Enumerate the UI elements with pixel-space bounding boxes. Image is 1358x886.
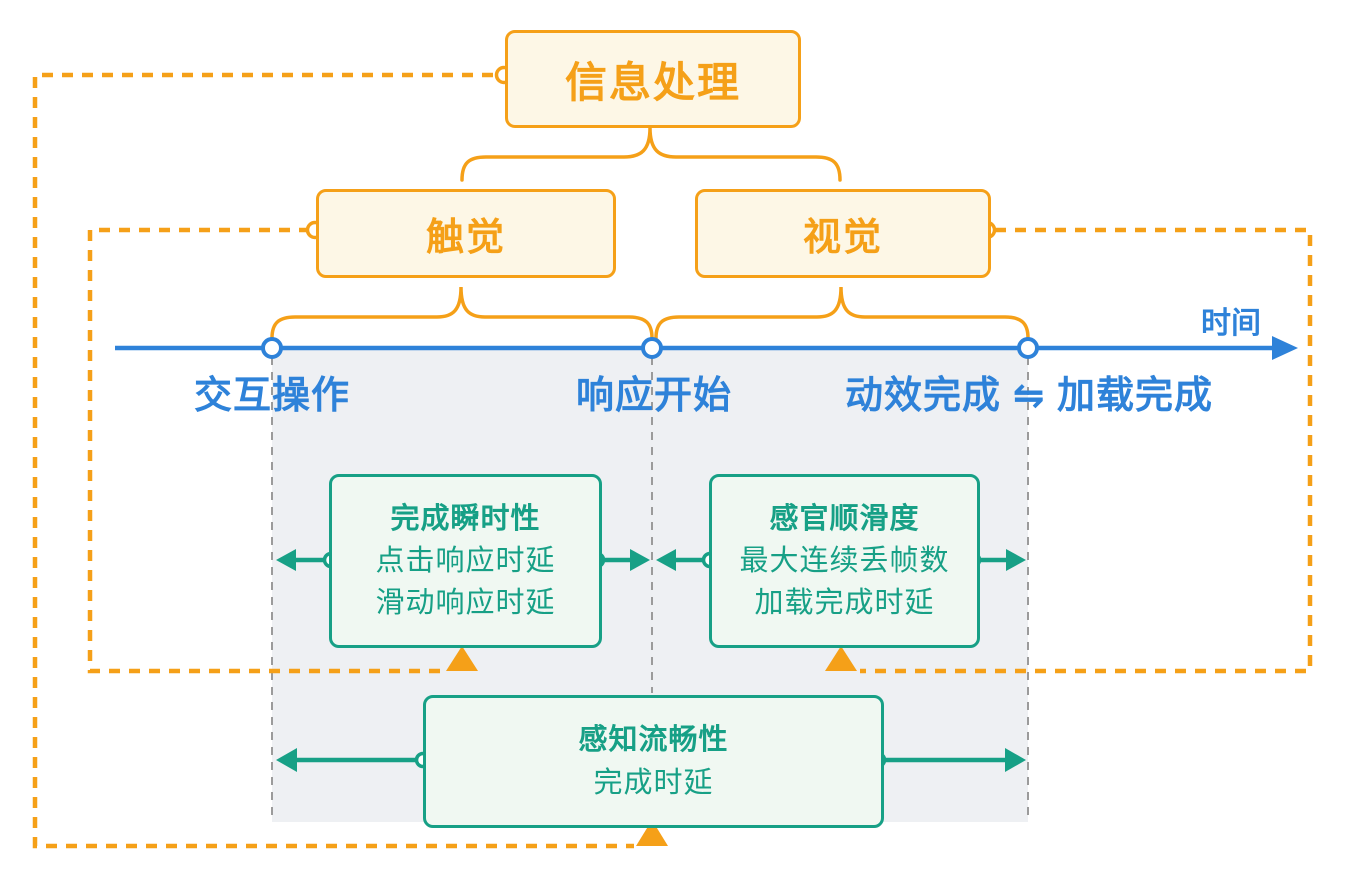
event-guide-lines xyxy=(271,357,1029,822)
metric-item: 点击响应时延 xyxy=(375,544,556,577)
arrow-right-instant-icon xyxy=(630,549,650,571)
connector-arrowheads xyxy=(446,646,857,846)
arrow-left-smooth-icon xyxy=(656,549,676,571)
node-interaction-icon xyxy=(261,337,283,359)
metric-item: 加载完成时延 xyxy=(754,587,935,620)
connector-vision-to-smooth xyxy=(860,227,1313,674)
node-touch-label: 触觉 xyxy=(425,217,506,259)
event-label-interaction: 交互操作 xyxy=(193,375,350,417)
brace-touch xyxy=(270,286,654,340)
event-label-animation-load-complete: 动效完成 ⇋ 加载完成 xyxy=(845,375,1213,417)
dotted-connectors xyxy=(32,72,1313,849)
connector-root-to-fluency xyxy=(32,72,634,849)
event-label-response-start: 响应开始 xyxy=(575,375,732,417)
node-information-processing-label: 信息处理 xyxy=(564,58,741,106)
metric-title: 感知流畅性 xyxy=(578,724,729,757)
node-vision-label: 视觉 xyxy=(802,217,883,259)
metric-item: 最大连续丢帧数 xyxy=(739,544,950,577)
brace-vision xyxy=(654,286,1030,340)
connector-touch-to-instant xyxy=(87,227,444,674)
arrow-left-fluency-icon xyxy=(276,748,297,772)
arrow-left-instant-icon xyxy=(276,549,296,571)
node-vision: 视觉 xyxy=(695,189,991,278)
metric-box-sensory-smoothness: 感官顺滑度 最大连续丢帧数 加载完成时延 xyxy=(709,474,980,648)
arrow-up-instant-icon xyxy=(446,646,478,671)
metric-item: 滑动响应时延 xyxy=(375,587,556,620)
metric-span-lines xyxy=(294,557,1008,763)
arrow-up-smooth-icon xyxy=(825,646,857,671)
timeline-arrowhead-icon xyxy=(1272,336,1298,360)
timeline-axis-label: 时间 xyxy=(1201,307,1261,340)
metric-title: 感官顺滑度 xyxy=(769,502,920,535)
metric-span-arrowheads xyxy=(276,549,1026,772)
metric-box-perceived-fluency: 感知流畅性 完成时延 xyxy=(423,695,884,828)
arrow-up-fluency-icon xyxy=(636,820,668,846)
braces xyxy=(270,127,1030,340)
node-touch: 触觉 xyxy=(316,189,616,278)
node-response-icon xyxy=(641,337,663,359)
node-complete-icon xyxy=(1017,337,1039,359)
metric-box-completion-instantaneity: 完成瞬时性 点击响应时延 滑动响应时延 xyxy=(329,474,602,648)
timeline-axis xyxy=(115,336,1298,360)
metric-title: 完成瞬时性 xyxy=(390,502,541,535)
metric-item: 完成时延 xyxy=(593,766,714,799)
arrow-right-smooth-icon xyxy=(1006,549,1026,571)
arrow-right-fluency-icon xyxy=(1005,748,1026,772)
timeline-nodes xyxy=(261,337,1039,359)
brace-root xyxy=(460,127,842,182)
node-information-processing: 信息处理 xyxy=(505,30,801,128)
